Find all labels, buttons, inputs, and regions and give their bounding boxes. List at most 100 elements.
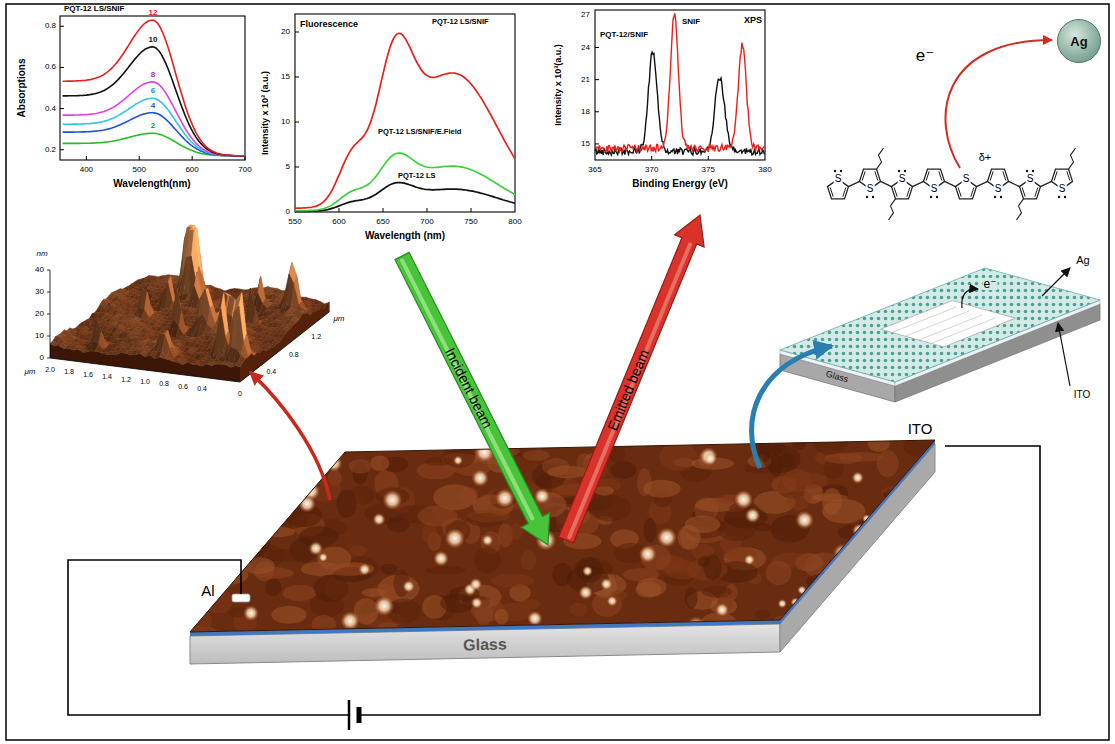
texture-patch bbox=[222, 475, 247, 492]
axis-line bbox=[240, 312, 330, 382]
chart-group bbox=[60, 10, 765, 212]
texture-patch bbox=[216, 561, 231, 589]
zoom-arrow bbox=[752, 346, 832, 468]
texture-spot bbox=[852, 523, 866, 537]
texture-patch bbox=[289, 461, 313, 481]
tick-mark bbox=[60, 149, 64, 150]
fluorescence-chart bbox=[295, 14, 515, 212]
lone-pair bbox=[1058, 196, 1060, 198]
texture-spot bbox=[877, 530, 896, 549]
texture-patch bbox=[876, 596, 892, 623]
tick-label: 0.6 bbox=[178, 382, 188, 389]
texture-patch bbox=[192, 480, 223, 506]
ring-bond bbox=[1040, 181, 1051, 186]
texture-patch bbox=[267, 549, 308, 562]
sulfur-atom: S bbox=[930, 184, 939, 194]
double-bond bbox=[1054, 171, 1057, 180]
texture-spot bbox=[373, 513, 386, 526]
texture-patch bbox=[890, 534, 931, 543]
curve-label: SNIF bbox=[682, 18, 700, 26]
texture-spot bbox=[341, 611, 360, 630]
absorption-curve bbox=[63, 47, 245, 156]
texture-patch bbox=[283, 585, 317, 601]
texture-patch bbox=[923, 499, 936, 518]
texture-patch bbox=[547, 466, 587, 479]
texture-patch bbox=[899, 592, 923, 607]
texture-spot bbox=[271, 495, 280, 504]
texture-patch bbox=[468, 510, 510, 523]
lone-pair bbox=[1000, 196, 1002, 198]
texture-patch bbox=[388, 434, 404, 450]
sulfur-atom: S bbox=[834, 174, 843, 184]
lone-pair bbox=[930, 196, 932, 198]
incident-beam-arrow bbox=[395, 252, 550, 545]
lone-pair bbox=[936, 196, 938, 198]
texture-patch bbox=[917, 533, 938, 555]
tick-label: 27 bbox=[581, 11, 590, 19]
plot-frame bbox=[595, 10, 765, 160]
axis-unit: nm bbox=[36, 250, 47, 258]
fluorescence-curve bbox=[295, 33, 515, 208]
tick-label: 0.8 bbox=[159, 380, 169, 387]
texture-patch bbox=[825, 572, 863, 584]
texture-patch bbox=[895, 618, 908, 635]
texture-spot bbox=[482, 535, 493, 546]
curve-label: 8 bbox=[151, 71, 155, 79]
fluorescence-curve bbox=[295, 153, 515, 211]
texture-patch bbox=[314, 575, 349, 602]
layer-label: Glass bbox=[463, 637, 507, 654]
texture-spot bbox=[412, 435, 428, 451]
texture-spot bbox=[470, 578, 483, 591]
curve-label: 10 bbox=[149, 36, 158, 44]
texture-spot bbox=[579, 585, 593, 599]
texture-patch bbox=[243, 557, 275, 574]
texture-patch bbox=[176, 472, 216, 485]
ring-bond bbox=[976, 181, 987, 186]
texture-spot bbox=[433, 551, 448, 566]
xps-curve bbox=[595, 13, 765, 152]
lone-pair bbox=[994, 196, 996, 198]
electron-arrow bbox=[962, 289, 978, 308]
tick-label: 20 bbox=[281, 28, 290, 36]
layer-label: Ag bbox=[1076, 255, 1089, 266]
tick-label: 0 bbox=[40, 354, 44, 362]
texture-spot bbox=[699, 447, 717, 465]
silver-particle: Ag bbox=[1057, 19, 1101, 63]
beam-label: Incident beam bbox=[443, 346, 495, 431]
texture-patch bbox=[916, 613, 946, 627]
texture-patch bbox=[188, 490, 210, 507]
texture-patch bbox=[910, 550, 950, 567]
texture-patch bbox=[370, 456, 389, 471]
xps-chart bbox=[595, 10, 765, 160]
plot-frame bbox=[60, 16, 245, 160]
tick-label: 1.8 bbox=[64, 368, 74, 375]
tick-label: 24 bbox=[581, 44, 590, 52]
texture-spot bbox=[319, 553, 328, 562]
tick-label: 10 bbox=[35, 332, 44, 340]
electron-label: e⁻ bbox=[916, 47, 934, 64]
electrode-label: Al bbox=[201, 583, 214, 598]
texture-spot bbox=[243, 605, 258, 620]
tick-mark bbox=[47, 314, 50, 315]
tick-mark bbox=[295, 77, 299, 78]
polymer-film bbox=[881, 301, 1016, 347]
texture-patch bbox=[840, 452, 884, 461]
ring-bond bbox=[880, 181, 891, 186]
texture-patch bbox=[665, 560, 700, 580]
double-bond bbox=[1035, 187, 1038, 196]
surface-wall bbox=[50, 344, 240, 382]
texture-patch bbox=[426, 566, 466, 575]
lone-pair bbox=[904, 170, 906, 172]
texture-spot bbox=[715, 603, 728, 616]
frame-border bbox=[6, 4, 1109, 740]
texture-patch bbox=[229, 441, 268, 456]
double-bond bbox=[1003, 171, 1006, 180]
texture-patch bbox=[885, 530, 904, 545]
texture-patch bbox=[787, 488, 811, 511]
texture-spot bbox=[686, 617, 707, 638]
tick-label: 5 bbox=[286, 163, 290, 171]
texture-spot bbox=[453, 456, 462, 465]
double-bond bbox=[862, 171, 865, 180]
sulfur-atom: S bbox=[898, 174, 907, 184]
